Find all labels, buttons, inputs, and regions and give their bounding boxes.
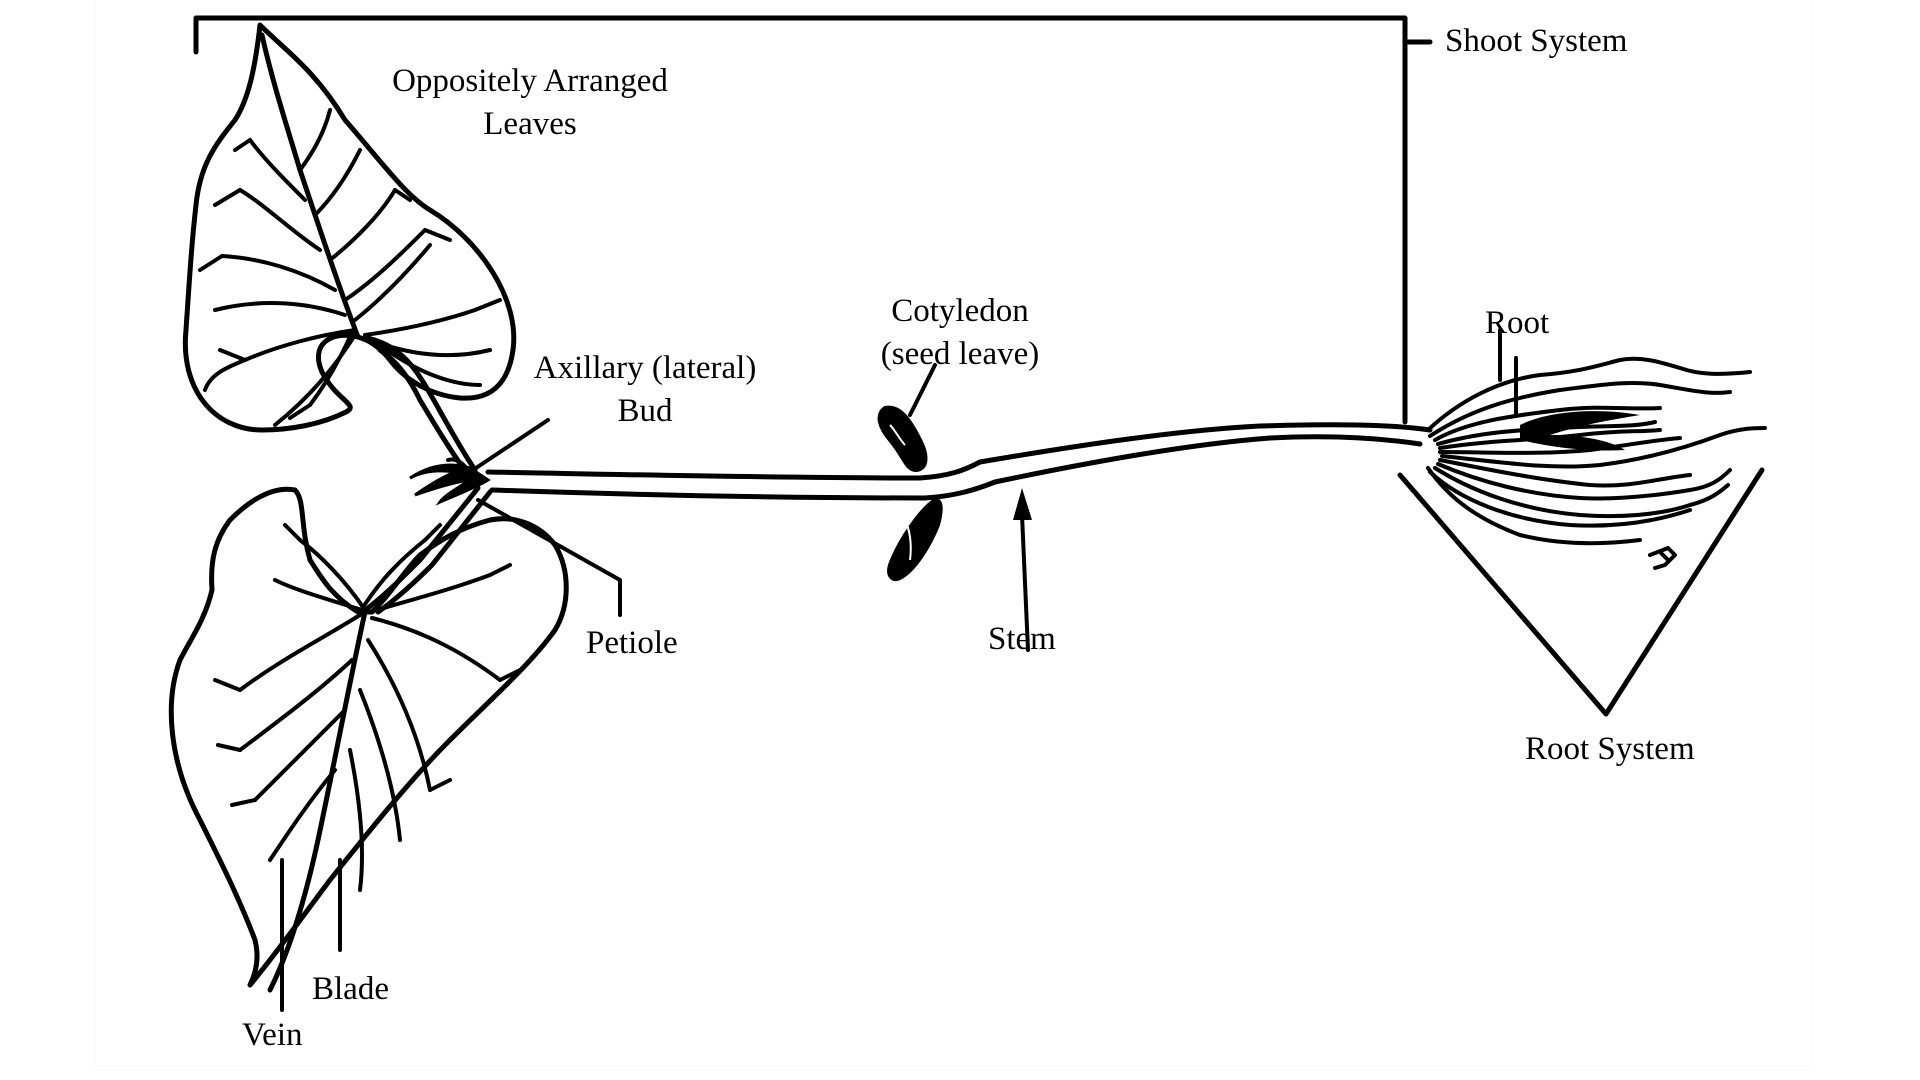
label-line: Axillary (lateral) (533, 350, 757, 386)
label-line: Leaves (483, 106, 577, 142)
axillary-bud (409, 457, 491, 506)
petiole-leader (476, 498, 622, 617)
oppositely-arranged-leaves-label: Oppositely Arranged Leaves (370, 60, 690, 146)
label-line: (seed leave) (880, 336, 1040, 372)
blade-label: Blade (312, 971, 389, 1007)
stem-label: Stem (988, 621, 1056, 657)
upper-leaf-midrib (259, 32, 361, 340)
upper-leaf (182, 22, 517, 478)
stem-upper-edge (485, 422, 1433, 481)
lower-leaf-veins (213, 523, 522, 892)
shoot-system-bracket (193, 15, 1433, 425)
shoot-bracket-line (193, 15, 1408, 425)
root-bracket-line (1397, 467, 1765, 717)
cotyledons (877, 405, 943, 581)
label-line: Cotyledon (891, 293, 1029, 329)
stem-arrowhead (1013, 488, 1032, 520)
axillary-bud-leader (468, 418, 550, 474)
axillary-bud-label: Axillary (lateral) Bud (505, 347, 785, 433)
cotyledon-upper (877, 405, 928, 473)
upper-leaf-blade-outline (182, 22, 517, 433)
stem (485, 422, 1433, 501)
artist-mark (1648, 546, 1677, 570)
root-mass-dense (1520, 411, 1640, 451)
lower-leaf-petiole (365, 485, 493, 615)
cotyledon-label: Cotyledon (seed leave) (860, 290, 1060, 376)
shoot-system-label: Shoot System (1445, 23, 1628, 59)
cotyledon-leader (908, 363, 937, 417)
upper-leaf-petiole (365, 335, 478, 478)
vein-label: Vein (242, 1017, 303, 1053)
stem-leader (1020, 513, 1030, 652)
root-label: Root (1485, 305, 1550, 341)
paper-background (96, 0, 1810, 1065)
root-mass (1426, 328, 1767, 546)
lower-leaf-midrib (267, 609, 368, 993)
stem-lower-edge (489, 434, 1423, 501)
lower-leaf-blade-outline (168, 486, 569, 988)
label-line: Oppositely Arranged (392, 63, 668, 99)
petiole-label: Petiole (586, 625, 678, 661)
cotyledon-lower (887, 497, 943, 581)
lower-leaf (168, 485, 569, 993)
root-system-bracket (1397, 467, 1765, 717)
root-system-label: Root System (1525, 731, 1695, 767)
label-line: Bud (617, 393, 673, 429)
leader-lines (280, 356, 1518, 1012)
upper-leaf-veins (198, 108, 502, 427)
